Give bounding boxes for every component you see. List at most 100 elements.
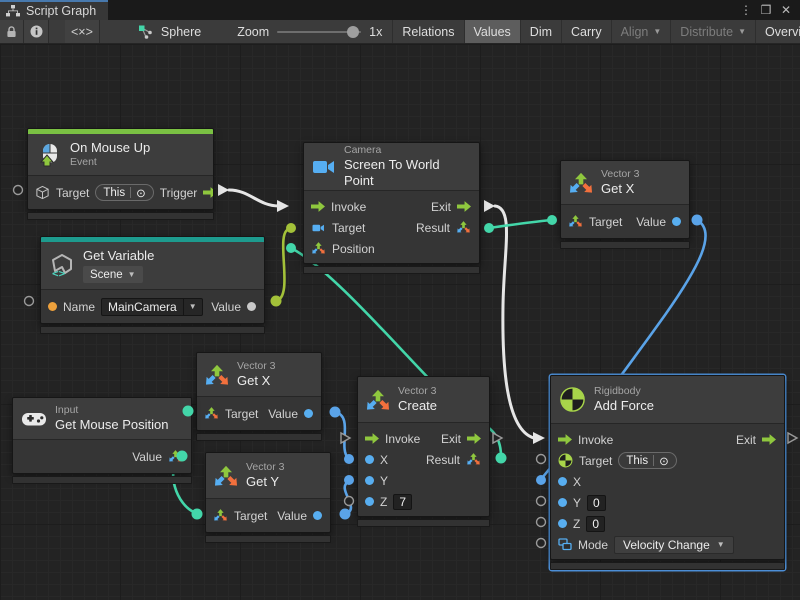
port-label-x: X (573, 474, 582, 489)
chevron-down-icon: ▼ (127, 269, 136, 279)
overview-button[interactable]: Overview (756, 20, 800, 43)
port-label-target: Target (234, 508, 268, 523)
port-label-x: X (380, 452, 389, 467)
flow-arrow-icon[interactable] (558, 434, 572, 445)
object-picker-icon[interactable]: ⊙ (136, 187, 146, 200)
lock-button[interactable] (0, 20, 24, 43)
close-icon[interactable]: ✕ (780, 3, 792, 17)
vector3-icon (569, 171, 593, 195)
code-preview-button[interactable]: <×> (65, 20, 100, 43)
node-title: On Mouse Up (70, 140, 151, 155)
wire-exit-to-addforce-invoke[interactable] (493, 204, 536, 440)
z-value-field[interactable]: 7 (393, 493, 413, 510)
port-label-invoke: Invoke (385, 431, 421, 446)
port-label-target: Target (225, 406, 259, 421)
wire-gety-to-create-y[interactable] (343, 480, 353, 516)
value-output-port[interactable] (672, 217, 681, 226)
graph-canvas[interactable]: On Mouse Up Event Target This ⊙ Trigger (0, 44, 800, 600)
info-button[interactable] (24, 20, 49, 43)
relations-toggle[interactable]: Relations (393, 20, 465, 43)
zoom-slider[interactable] (277, 25, 362, 38)
target-this-chip[interactable]: This ⊙ (95, 184, 154, 202)
node-vector3-create[interactable]: Vector 3 Create Invoke Exit X (357, 376, 490, 527)
flow-arrow-icon[interactable] (467, 433, 481, 444)
chevron-down-icon: ▼ (716, 540, 725, 549)
flow-source-triangle[interactable] (218, 184, 229, 196)
node-vector3-get-x-top[interactable]: Vector 3 Get X Target Value (560, 160, 690, 249)
port-label-invoke: Invoke (578, 432, 614, 447)
maximize-icon[interactable]: ❒ (760, 3, 772, 17)
node-title: Create (398, 397, 438, 413)
carry-toggle[interactable]: Carry (562, 20, 612, 43)
flow-source-triangle[interactable] (484, 200, 495, 212)
y-input-port[interactable] (365, 476, 374, 485)
x-input-port[interactable] (558, 477, 567, 486)
vector3-mini-icon[interactable] (213, 508, 228, 523)
port-label-name: Name (63, 299, 96, 314)
node-vector3-get-x-mid[interactable]: Vector 3 Get X Target Value (196, 352, 322, 441)
vector3-mini-icon[interactable] (568, 214, 583, 229)
toolbar-toggles: Relations Values Dim Carry Align▼ Distri… (392, 20, 800, 43)
tab-script-graph[interactable]: Script Graph (0, 0, 109, 20)
node-get-mouse-position[interactable]: Input Get Mouse Position Value (12, 397, 192, 484)
flow-arrow-icon[interactable] (311, 201, 325, 212)
vector3-icon (366, 388, 390, 412)
wire-variable-to-camera-target[interactable] (274, 227, 291, 303)
z-input-port[interactable] (365, 497, 374, 506)
value-output-port[interactable] (313, 511, 322, 520)
align-dropdown[interactable]: Align▼ (612, 20, 672, 43)
vector3-mini-icon[interactable] (466, 452, 481, 467)
vector3-mini-icon[interactable] (204, 406, 219, 421)
y-input-port[interactable] (558, 498, 567, 507)
tab-title: Script Graph (26, 4, 97, 18)
flow-arrow-icon[interactable] (365, 433, 379, 444)
name-input-port[interactable] (48, 302, 57, 312)
flow-arrow-icon[interactable] (203, 187, 213, 199)
menu-icon[interactable]: ⋮ (740, 3, 752, 17)
graph-name-label: Sphere (160, 24, 202, 39)
node-category: Vector 3 (246, 460, 285, 473)
port-label-trigger: Trigger (159, 185, 198, 200)
node-on-mouse-up[interactable]: On Mouse Up Event Target This ⊙ Trigger (27, 128, 214, 221)
node-title: Add Force (594, 397, 654, 413)
node-category: Vector 3 (237, 359, 276, 372)
dim-toggle[interactable]: Dim (521, 20, 563, 43)
force-mode-dropdown[interactable]: Velocity Change ▼ (614, 535, 734, 554)
vector3-mini-icon[interactable] (456, 220, 471, 235)
variable-name-dropdown[interactable]: MainCamera ▼ (101, 297, 203, 316)
object-picker-icon[interactable]: ⊙ (659, 455, 669, 468)
chevron-down-icon: ▼ (182, 298, 202, 315)
wire-getx-to-create-x[interactable] (333, 410, 350, 460)
value-output-port[interactable] (304, 409, 313, 418)
distribute-dropdown[interactable]: Distribute▼ (671, 20, 757, 43)
wire-trigger-to-invoke[interactable] (227, 188, 281, 208)
node-add-force[interactable]: Rigidbody Add Force Invoke Exit (550, 375, 785, 570)
vector3-mini-icon[interactable] (168, 449, 183, 464)
variable-scope-dropdown[interactable]: Scene ▼ (83, 266, 143, 284)
node-category: Input (55, 403, 79, 416)
port-label-invoke: Invoke (331, 199, 367, 214)
node-footer (205, 535, 331, 543)
target-this-chip[interactable]: This ⊙ (618, 452, 677, 469)
zoom-slider-knob[interactable] (347, 25, 360, 38)
node-vector3-get-y[interactable]: Vector 3 Get Y Target Value (205, 452, 331, 543)
x-input-port[interactable] (365, 455, 374, 464)
values-toggle[interactable]: Values (464, 20, 521, 43)
node-title: Get X (237, 372, 271, 388)
node-footer (196, 433, 322, 441)
chevron-down-icon: ▼ (653, 27, 662, 36)
node-get-variable[interactable]: <> Get Variable Scene ▼ Name MainCamera … (40, 236, 265, 335)
z-value-field[interactable]: 0 (586, 515, 606, 532)
node-title: Screen To World Point (344, 156, 440, 189)
flow-arrow-icon[interactable] (762, 434, 776, 445)
enum-icon (558, 538, 572, 551)
vector3-mini-icon[interactable] (311, 241, 326, 256)
wire-camera-result-to-getx[interactable] (487, 218, 553, 230)
flow-arrow-icon[interactable] (457, 201, 471, 212)
z-input-port[interactable] (558, 519, 567, 528)
node-screen-to-world-point[interactable]: Camera Screen To World Point Invoke Exit (303, 142, 480, 274)
y-value-field[interactable]: 0 (587, 494, 606, 511)
port-label-y: Y (380, 473, 389, 488)
node-footer (303, 266, 480, 274)
value-output-port[interactable] (247, 302, 256, 312)
